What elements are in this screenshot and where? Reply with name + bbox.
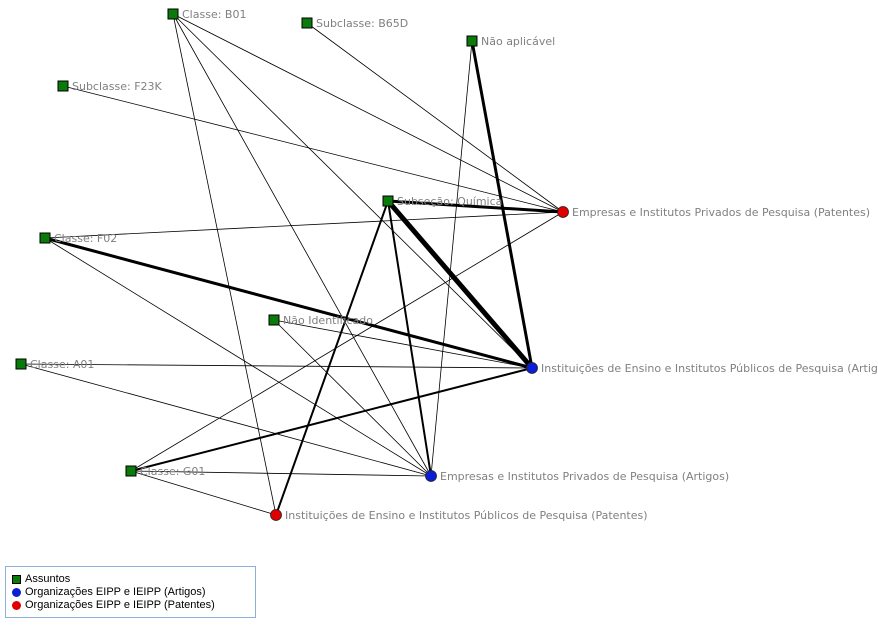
edge-b01-eipp_art xyxy=(172,13,432,477)
edge-f02-eipp_pat xyxy=(44,211,564,239)
node-g01[interactable] xyxy=(125,465,137,477)
node-a01[interactable] xyxy=(15,358,27,370)
legend-label-patents: Organizações EIPP e IEIPP (Patentes) xyxy=(25,599,215,611)
legend-item-articles: Organizações EIPP e IEIPP (Artigos) xyxy=(12,586,255,599)
edge-quim-eipp_art xyxy=(387,200,432,477)
node-label-b65d: Subclasse: B65D xyxy=(316,17,408,30)
node-b01[interactable] xyxy=(167,8,179,20)
node-label-eipp_art: Empresas e Institutos Privados de Pesqui… xyxy=(440,470,729,483)
node-label-quim: Subseção: Química xyxy=(397,195,502,208)
node-na[interactable] xyxy=(466,35,478,47)
node-layer xyxy=(15,8,569,521)
node-b65d[interactable] xyxy=(301,17,313,29)
node-f23k[interactable] xyxy=(57,80,69,92)
node-ieipp_art[interactable] xyxy=(526,362,538,374)
edge-ni-ieipp_art xyxy=(273,319,533,369)
node-label-ieipp_pat: Instituições de Ensino e Institutos Públ… xyxy=(285,509,648,522)
edge-layer xyxy=(20,13,565,516)
node-label-f02: Classe: F02 xyxy=(54,232,117,245)
legend-label-subjects: Assuntos xyxy=(25,573,71,585)
node-label-b01: Classe: B01 xyxy=(182,8,246,21)
edge-b01-ieipp_pat xyxy=(172,13,277,516)
legend: Assuntos Organizações EIPP e IEIPP (Arti… xyxy=(5,566,256,618)
edge-g01-ieipp_art xyxy=(130,367,533,472)
edge-f02-ieipp_art xyxy=(43,236,534,370)
edge-g01-eipp_art xyxy=(130,470,432,477)
edge-quim-ieipp_pat xyxy=(275,200,389,516)
node-label-g01: Classe: G01 xyxy=(140,465,205,478)
node-eipp_pat[interactable] xyxy=(557,206,569,218)
legend-label-articles: Organizações EIPP e IEIPP (Artigos) xyxy=(25,586,206,598)
red-circle-icon xyxy=(12,601,21,610)
edge-b65d-eipp_pat xyxy=(306,22,564,213)
edge-na-ieipp_art xyxy=(470,39,534,370)
node-label-eipp_pat: Empresas e Institutos Privados de Pesqui… xyxy=(572,206,870,219)
node-label-ieipp_art: Instituições de Ensino e Institutos Públ… xyxy=(541,362,878,375)
legend-item-subjects: Assuntos xyxy=(12,573,255,586)
edge-quim-ieipp_art xyxy=(385,198,535,371)
node-quim[interactable] xyxy=(382,195,394,207)
edge-quim-eipp_pat xyxy=(386,199,565,214)
legend-item-patents: Organizações EIPP e IEIPP (Patentes) xyxy=(12,599,255,612)
edge-na-eipp_art xyxy=(430,40,473,477)
node-ieipp_pat[interactable] xyxy=(270,509,282,521)
green-square-icon xyxy=(12,575,21,584)
node-f02[interactable] xyxy=(39,232,51,244)
node-ni[interactable] xyxy=(268,314,280,326)
edge-g01-eipp_pat xyxy=(130,211,564,472)
node-label-a01: Classe: A01 xyxy=(30,358,94,371)
edge-f23k-eipp_pat xyxy=(62,85,564,213)
node-eipp_art[interactable] xyxy=(425,470,437,482)
node-label-ni: Não Identificado xyxy=(283,314,373,327)
node-label-na: Não aplicável xyxy=(481,35,555,48)
edge-ni-eipp_art xyxy=(273,319,432,477)
edge-b01-ieipp_art xyxy=(172,13,533,369)
edge-a01-ieipp_art xyxy=(20,363,533,369)
edge-a01-eipp_art xyxy=(20,363,432,477)
edge-f02-eipp_art xyxy=(44,237,432,477)
node-label-f23k: Subclasse: F23K xyxy=(72,80,163,93)
edge-g01-ieipp_pat xyxy=(130,470,277,516)
blue-circle-icon xyxy=(12,588,21,597)
